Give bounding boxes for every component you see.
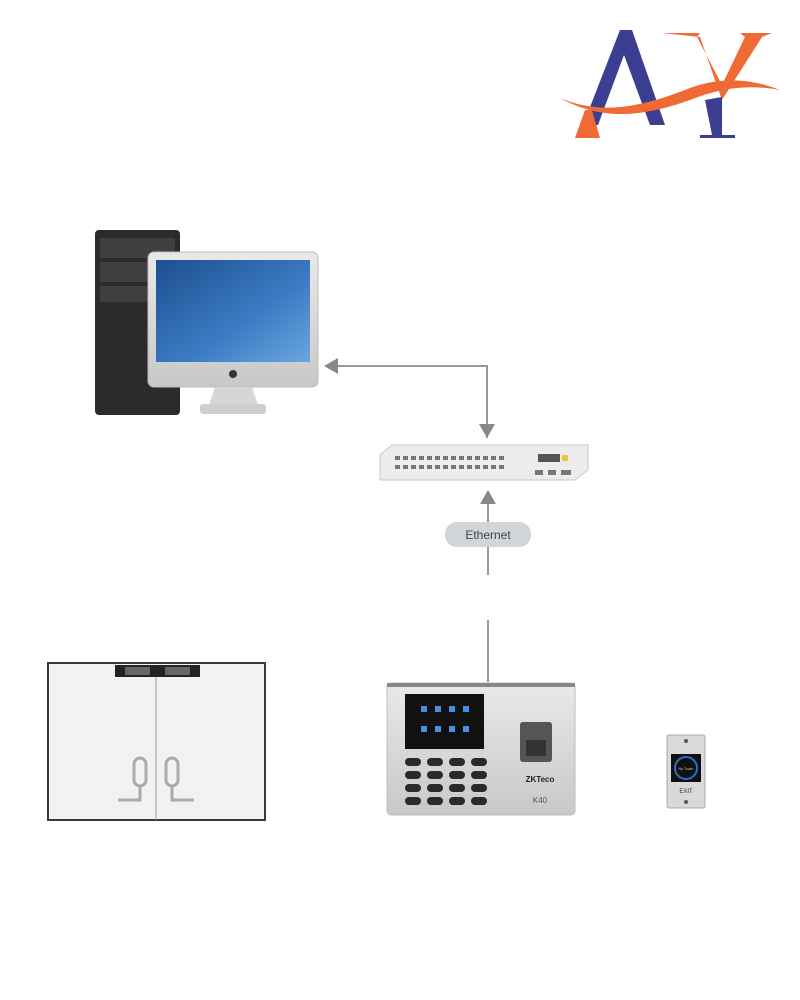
terminal-brand: ZKTeco bbox=[526, 775, 555, 784]
ethernet-label: Ethernet bbox=[445, 522, 531, 547]
connection-lines bbox=[324, 358, 496, 682]
company-logo bbox=[560, 30, 780, 138]
terminal-model: K40 bbox=[533, 796, 548, 805]
fingerprint-sensor-icon bbox=[526, 740, 546, 756]
exit-button-label: EXIT bbox=[679, 789, 693, 795]
exit-button-face-text: No Touch bbox=[679, 767, 694, 771]
fingerprint-terminal-icon: ZKTeco K40 bbox=[386, 682, 576, 816]
door-icon bbox=[47, 662, 266, 821]
computer-icon bbox=[95, 230, 319, 415]
computer-switch-link bbox=[324, 358, 488, 438]
ethernet-label-text: Ethernet bbox=[465, 528, 511, 542]
network-switch-icon bbox=[379, 444, 589, 481]
exit-button-icon: No Touch EXIT bbox=[666, 734, 706, 809]
